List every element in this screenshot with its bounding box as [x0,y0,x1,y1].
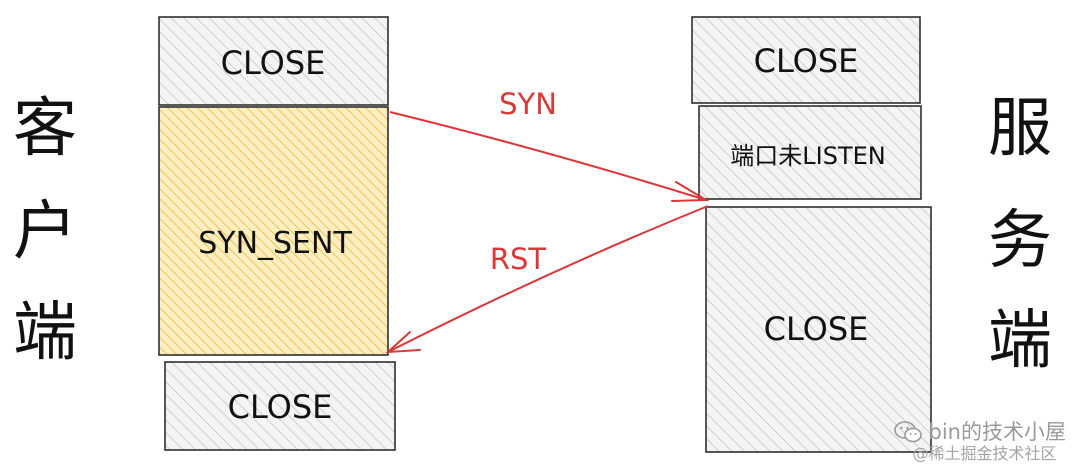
rst-arrow-line [387,205,709,353]
server-state-close-bottom: CLOSE [705,206,932,453]
watermark-subtitle: @稀土掘金技术社区 [912,443,1057,463]
server-state-close-top: CLOSE [691,16,921,104]
server-state-port-not-listen: 端口未LISTEN [698,105,922,200]
client-state-label: CLOSE [228,388,333,426]
client-label-char-1: 客 [13,92,77,166]
server-side-label: 服 务 端 [988,92,1052,378]
server-label-char-2: 务 [988,204,1052,278]
watermark-title: bin的技术小屋 [928,419,1066,444]
syn-arrow-line [389,111,707,201]
client-side-label: 客 户 端 [13,92,77,370]
client-state-label: SYN_SENT [198,226,352,261]
syn-arrow-head [671,181,710,202]
client-state-syn-sent: SYN_SENT [158,106,389,356]
server-state-label: CLOSE [754,42,859,80]
client-label-char-2: 户 [13,195,77,269]
wechat-icon [893,420,922,442]
syn-label: SYN [499,87,557,121]
server-column: CLOSE 端口未LISTEN CLOSE [691,16,932,453]
client-column: CLOSE SYN_SENT CLOSE [158,16,396,451]
client-state-close-top: CLOSE [158,16,389,106]
client-state-close-bottom: CLOSE [164,361,396,451]
client-state-label: CLOSE [221,44,326,82]
syn-arrow: SYN [389,87,710,202]
server-label-char-1: 服 [988,92,1052,166]
server-state-label: CLOSE [764,310,869,348]
server-state-label: 端口未LISTEN [730,142,885,170]
rst-label: RST [490,242,547,276]
watermark: bin的技术小屋 @稀土掘金技术社区 [893,419,1066,463]
rst-arrow: RST [385,205,709,354]
server-label-char-3: 端 [988,304,1052,378]
client-label-char-3: 端 [13,296,77,370]
rst-arrow-head [385,331,421,354]
watermark-title-row: bin的技术小屋 [893,419,1066,445]
